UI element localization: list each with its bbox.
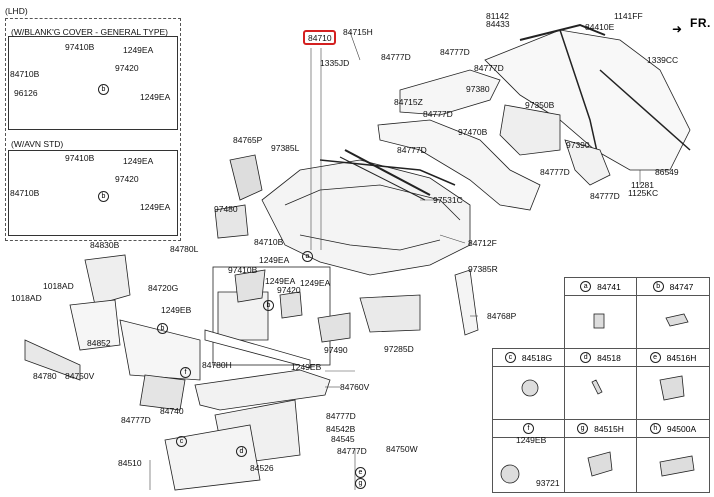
part-11281[interactable]: 11281 — [631, 180, 655, 190]
part-1249EA-c[interactable]: 1249EA — [300, 278, 331, 288]
part-84545[interactable]: 84545 — [331, 434, 355, 444]
part-97385R[interactable]: 97385R — [468, 264, 498, 274]
part-84777D-i[interactable]: 84777D — [337, 446, 367, 456]
part-84710[interactable]: 84710 — [308, 33, 332, 43]
part-97385L[interactable]: 97385L — [271, 143, 300, 153]
part-84777D-g[interactable]: 84777D — [121, 415, 151, 425]
inset2-1249EA: 1249EA — [123, 156, 154, 166]
part-84526[interactable]: 84526 — [250, 463, 274, 473]
part-84768P[interactable]: 84768P — [487, 311, 517, 321]
part-97285D[interactable]: 97285D — [384, 344, 414, 354]
part-97490[interactable]: 97490 — [324, 345, 348, 355]
part-1335JD[interactable]: 1335JD — [320, 58, 350, 68]
callout-d: d — [236, 446, 247, 457]
part-84740[interactable]: 84740 — [160, 406, 184, 416]
callout-a: a — [302, 251, 313, 262]
part-84777D-a[interactable]: 84777D — [381, 52, 411, 62]
part-84830B[interactable]: 84830B — [90, 240, 120, 250]
part-1141FF[interactable]: 1141FF — [614, 11, 643, 21]
callout-b: b — [98, 84, 109, 95]
part-84765P[interactable]: 84765P — [233, 135, 263, 145]
part-1018AD-a[interactable]: 1018AD — [43, 281, 74, 291]
inset-frame — [5, 18, 181, 241]
part-84852[interactable]: 84852 — [87, 338, 111, 348]
part-1249EA-b[interactable]: 1249EA — [265, 276, 296, 286]
part-1018AD-b[interactable]: 1018AD — [11, 293, 42, 303]
inset-blank-cover — [8, 36, 178, 130]
legend-f-sub: 93721 — [536, 478, 560, 488]
part-86549[interactable]: 86549 — [655, 167, 679, 177]
part-84720G[interactable]: 84720G — [148, 283, 179, 293]
inset1-96126: 96126 — [14, 88, 38, 98]
part-1125KC[interactable]: 1125KC — [628, 188, 659, 198]
part-84777D-e[interactable]: 84777D — [540, 167, 570, 177]
part-84433[interactable]: 84433 — [486, 19, 510, 29]
inset1-1249EA-b: 1249EA — [140, 92, 171, 102]
part-84715H[interactable]: 84715H — [343, 27, 373, 37]
callout-b4: b — [157, 323, 168, 334]
callout-b3: b — [263, 300, 274, 311]
diagram-title: (LHD) — [5, 6, 28, 16]
part-81142[interactable]: 81142 — [486, 11, 510, 21]
part-84542B[interactable]: 84542B — [326, 424, 356, 434]
callout-c: c — [176, 436, 187, 447]
part-97390[interactable]: 97390 — [566, 140, 590, 150]
part-97350B[interactable]: 97350B — [525, 100, 555, 110]
part-84760V[interactable]: 84760V — [340, 382, 370, 392]
direction-arrow-icon: ➜ — [672, 22, 683, 36]
part-97470B[interactable]: 97470B — [458, 127, 488, 137]
part-84510[interactable]: 84510 — [118, 458, 142, 468]
part-84715Z[interactable]: 84715Z — [394, 97, 423, 107]
part-1339CC[interactable]: 1339CC — [647, 55, 679, 65]
inset-avn — [8, 150, 178, 236]
highlight-84710 — [303, 30, 336, 45]
part-84410E[interactable]: 84410E — [585, 22, 615, 32]
inset-blank-cover-heading: (W/BLANK'G COVER - GENERAL TYPE) — [11, 27, 169, 37]
inset1-97410B: 97410B — [65, 42, 95, 52]
part-1249EB-b[interactable]: 1249EB — [291, 362, 322, 372]
inset2-1249EA-b: 1249EA — [140, 202, 171, 212]
legend-f-part: 1249EB — [516, 435, 547, 445]
callout-e: e — [355, 467, 366, 478]
part-84750W[interactable]: 84750W — [386, 444, 418, 454]
inset2-97420: 97420 — [115, 174, 139, 184]
part-1249EA-a[interactable]: 1249EA — [259, 255, 290, 265]
part-84777D-b[interactable]: 84777D — [440, 47, 470, 57]
part-97420[interactable]: 97420 — [277, 285, 301, 295]
part-1249EB-a[interactable]: 1249EB — [161, 305, 192, 315]
part-84710B[interactable]: 84710B — [254, 237, 284, 247]
inset2-84710B: 84710B — [10, 188, 40, 198]
part-97480[interactable]: 97480 — [214, 204, 238, 214]
part-84777D-j[interactable]: 84777D — [474, 63, 504, 73]
inset1-1249EA: 1249EA — [123, 45, 154, 55]
part-84712F[interactable]: 84712F — [468, 238, 497, 248]
part-84780[interactable]: 84780 — [33, 371, 57, 381]
part-84750V[interactable]: 84750V — [65, 371, 95, 381]
callout-f: f — [180, 367, 191, 378]
part-97531C[interactable]: 97531C — [433, 195, 463, 205]
part-97410B[interactable]: 97410B — [228, 265, 258, 275]
inset-avn-heading: (W/AVN STD) — [11, 139, 64, 149]
part-97380[interactable]: 97380 — [466, 84, 490, 94]
part-84777D-d[interactable]: 84777D — [397, 145, 427, 155]
inset2-97410B: 97410B — [65, 153, 95, 163]
part-84777D-f[interactable]: 84777D — [590, 191, 620, 201]
part-84777D-h[interactable]: 84777D — [326, 411, 356, 421]
callout-g: g — [355, 478, 366, 489]
callout-b2: b — [98, 191, 109, 202]
part-84780H[interactable]: 84780H — [202, 360, 232, 370]
inset1-84710B: 84710B — [10, 69, 40, 79]
part-84780L[interactable]: 84780L — [170, 244, 199, 254]
direction-label: FR. — [690, 16, 711, 30]
inset1-97420: 97420 — [115, 63, 139, 73]
part-84777D-c[interactable]: 84777D — [423, 109, 453, 119]
